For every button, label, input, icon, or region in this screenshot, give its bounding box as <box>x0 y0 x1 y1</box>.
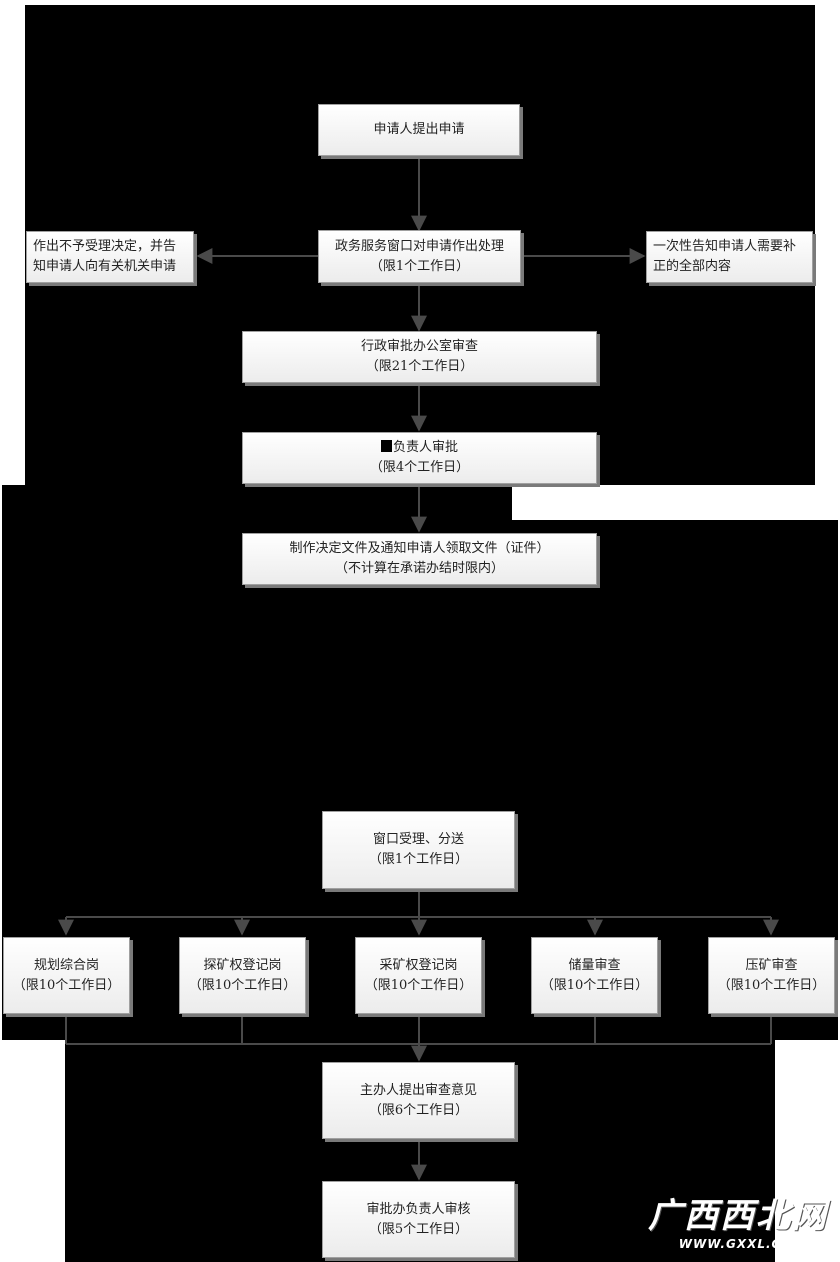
node-head: 负责人审批 （限4个工作日） <box>242 432 597 484</box>
node-review-line-2: （限5个工作日） <box>368 1221 469 1237</box>
node-post-2-line-1: 探矿权登记岗 <box>203 957 282 973</box>
node-opinion: 主办人提出审查意见 （限6个工作日） <box>322 1062 515 1139</box>
node-apply-line-1: 申请人提出申请 <box>373 122 465 137</box>
node-post-2-line-2: （限10个工作日） <box>188 977 297 993</box>
node-accept-line-2: （限1个工作日） <box>368 852 469 867</box>
watermark-url: WWW.GXXL.GOV.CN <box>678 1237 828 1251</box>
node-post-3: 采矿权登记岗 （限10个工作日） <box>355 937 482 1014</box>
node-opinion-line-2: （限6个工作日） <box>368 1102 469 1118</box>
node-decision: 制作决定文件及通知申请人领取文件（证件） （不计算在承诺办结时限内） <box>242 533 597 585</box>
node-post-1: 规划综合岗 （限10个工作日） <box>3 937 130 1014</box>
background-region-mid <box>2 485 512 525</box>
node-apply: 申请人提出申请 <box>318 104 520 156</box>
node-window-line-1: 政务服务窗口对申请作出处理 <box>334 238 504 254</box>
node-reject: 作出不予受理决定，并告 知申请人向有关机关申请 <box>26 231 194 283</box>
node-head-line-2: （限4个工作日） <box>369 460 470 475</box>
node-post-4: 储量审查 （限10个工作日） <box>531 937 658 1014</box>
node-opinion-line-1: 主办人提出审查意见 <box>359 1082 477 1098</box>
node-post-4-line-2: （限10个工作日） <box>540 977 649 993</box>
node-post-4-line-1: 储量审查 <box>568 957 621 973</box>
node-post-3-line-2: （限10个工作日） <box>364 977 473 993</box>
watermark-name: 广西西北网 <box>648 1196 828 1236</box>
node-head-line-1-text: 负责人审批 <box>392 440 458 455</box>
node-office: 行政审批办公室审查 （限21个工作日） <box>242 331 597 383</box>
node-reject-line-1: 作出不予受理决定，并告 <box>33 239 177 254</box>
node-decision-line-1: 制作决定文件及通知申请人领取文件（证件） <box>289 541 550 556</box>
node-post-5-line-2: （限10个工作日） <box>717 977 826 993</box>
node-accept: 窗口受理、分送 （限1个工作日） <box>322 811 515 889</box>
node-supplement-line-2: 正的全部内容 <box>653 259 732 274</box>
node-supplement: 一次性告知申请人需要补 正的全部内容 <box>646 231 813 283</box>
node-review: 审批办负责人审核 （限5个工作日） <box>322 1181 515 1258</box>
node-review-line-1: 审批办负责人审核 <box>366 1201 471 1217</box>
redaction-mark <box>380 440 392 452</box>
node-head-line-1: 负责人审批 <box>380 438 458 458</box>
site-watermark: 广西西北网 WWW.GXXL.GOV.CN <box>628 1196 828 1252</box>
node-post-3-line-1: 采矿权登记岗 <box>379 957 458 973</box>
node-office-line-2: （限21个工作日） <box>365 359 474 374</box>
node-accept-line-1: 窗口受理、分送 <box>372 832 464 847</box>
node-decision-line-2: （不计算在承诺办结时限内） <box>334 561 504 576</box>
node-window: 政务服务窗口对申请作出处理 （限1个工作日） <box>318 230 521 283</box>
node-post-2: 探矿权登记岗 （限10个工作日） <box>179 937 306 1014</box>
node-post-5: 压矿审查 （限10个工作日） <box>708 937 835 1014</box>
node-office-line-1: 行政审批办公室审查 <box>360 339 478 354</box>
node-supplement-line-1: 一次性告知申请人需要补 <box>653 239 797 254</box>
node-window-line-2: （限1个工作日） <box>369 258 470 274</box>
node-post-1-line-1: 规划综合岗 <box>33 957 99 973</box>
node-post-5-line-1: 压矿审查 <box>745 957 798 973</box>
node-post-1-line-2: （限10个工作日） <box>12 977 121 993</box>
node-reject-line-2: 知申请人向有关机关申请 <box>33 259 177 274</box>
